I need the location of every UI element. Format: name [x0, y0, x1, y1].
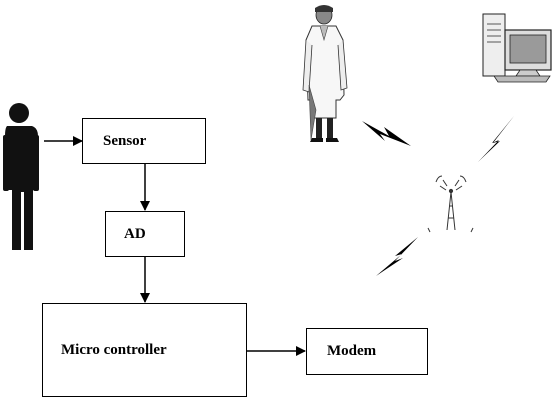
desktop-computer-icon	[482, 13, 552, 83]
patient-icon	[3, 103, 39, 250]
sensor-label: Sensor	[103, 132, 147, 149]
lightning-bolt-icon	[362, 121, 411, 146]
micro-controller-label: Micro controller	[61, 341, 167, 358]
modem-label: Modem	[327, 343, 377, 359]
micro-controller-block: Micro controller	[42, 303, 247, 397]
ad-block: AD	[105, 211, 185, 257]
sensor-block: Sensor	[82, 118, 206, 164]
lightning-bolt-icon	[376, 237, 418, 276]
antenna-tower-icon	[427, 175, 474, 233]
doctor-icon	[302, 5, 348, 142]
ad-label: AD	[124, 225, 146, 242]
lightning-bolt-icon	[478, 116, 514, 162]
modem-block: Modem	[306, 328, 428, 375]
